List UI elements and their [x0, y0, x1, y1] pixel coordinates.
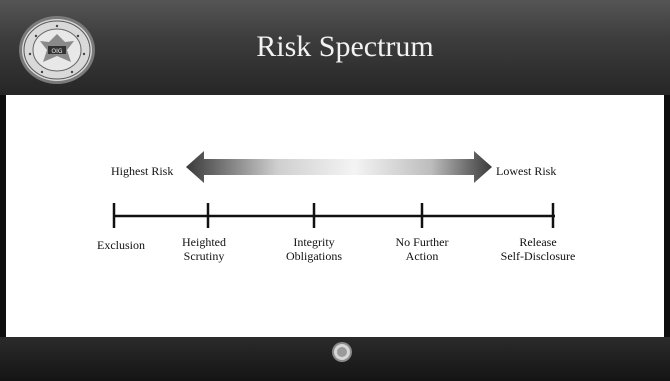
- tick-label-heighted-scrutiny: Heighted Scrutiny: [182, 235, 226, 263]
- spectrum-timeline: [112, 203, 555, 228]
- footer-seal-icon: [331, 341, 353, 363]
- tick-label-no-further-action: No Further Action: [395, 235, 449, 263]
- page-title: Risk Spectrum: [256, 30, 434, 63]
- tick-label-integrity-obligations: Integrity Obligations: [286, 235, 342, 263]
- highest-risk-label: Highest Risk: [111, 164, 174, 178]
- slide-header: [0, 0, 670, 95]
- risk-gradient-arrow: [186, 151, 492, 183]
- lowest-risk-label: Lowest Risk: [496, 164, 557, 178]
- tick-label-release-self-disclosure: Release Self-Disclosure: [500, 235, 576, 263]
- svg-text:OIG: OIG: [51, 48, 62, 55]
- tick-label-exclusion: Exclusion: [97, 238, 145, 252]
- oig-seal-logo: OIG: [16, 14, 98, 86]
